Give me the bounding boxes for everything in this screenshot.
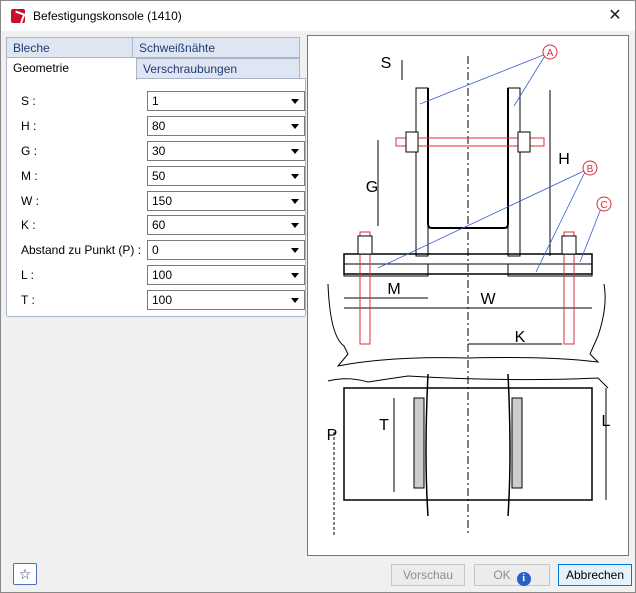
info-icon: i [516,572,531,586]
dim-label-t: T [379,417,389,434]
dim-label-g: G [366,179,378,196]
drawing-plan-plate [343,387,593,501]
favorites-button[interactable]: ☆ [13,563,37,585]
preview-button[interactable]: Vorschau [391,564,465,586]
field-row-l: L : 100 [21,265,305,285]
drawing-bolt-left [359,231,371,345]
t-select[interactable]: 100 [147,290,305,310]
field-label-h: H : [21,119,37,133]
tab-schweissnaehte[interactable]: Schweißnähte [132,37,300,58]
l-value: 100 [152,268,173,282]
ok-button[interactable]: OK i [474,564,550,586]
p-value: 0 [152,243,159,257]
drawing-bolt-right [563,231,575,345]
field-row-m: M : 50 [21,166,305,186]
s-value: 1 [152,94,159,108]
field-label-m: M : [21,169,38,183]
drawing-plate-left [415,87,429,257]
star-icon: ☆ [18,566,32,582]
chevron-down-icon [291,223,299,228]
dim-label-w: W [480,291,496,308]
tab-verschraubungen[interactable]: Verschraubungen [136,58,300,79]
h-select[interactable]: 80 [147,116,305,136]
k-select[interactable]: 60 [147,215,305,235]
technical-drawing: A B C S H G M W K T P L [307,35,629,556]
app-icon [11,9,25,23]
marker-b-label: B [587,164,594,175]
k-value: 60 [152,218,166,232]
field-label-t: T : [21,293,35,307]
chevron-down-icon [291,149,299,154]
marker-a [542,44,558,60]
dim-label-m: M [387,281,400,298]
dim-label-h: H [558,151,570,168]
dim-label-s: S [381,55,392,72]
field-label-l: L : [21,268,34,282]
h-value: 80 [152,119,166,133]
dim-label-p: P [327,427,338,444]
drawing-plan-stiffener-right [511,397,523,489]
marker-c-label: C [600,200,607,211]
m-value: 50 [152,169,166,183]
w-value: 150 [152,194,173,208]
chevron-down-icon [291,174,299,179]
s-select[interactable]: 1 [147,91,305,111]
field-label-p: Abstand zu Punkt (P) : [21,243,142,257]
dim-label-k: K [515,329,526,346]
t-value: 100 [152,293,173,307]
tab-geometrie[interactable]: Geometrie [6,57,137,80]
title-bar: Befestigungskonsole (1410) ✕ [1,1,635,31]
chevron-down-icon [291,298,299,303]
ok-label: OK [493,568,511,582]
close-button[interactable]: ✕ [608,7,622,24]
field-row-t: T : 100 [21,290,305,310]
marker-a-label: A [547,48,554,59]
window-title: Befestigungskonsole (1410) [33,9,182,23]
drawing-bolt-horizontal [395,137,545,147]
drawing-flange-right [507,263,593,277]
drawing-plan-stiffener-left [413,397,425,489]
field-label-w: W : [21,194,39,208]
p-select[interactable]: 0 [147,240,305,260]
g-value: 30 [152,144,166,158]
marker-c [596,196,612,212]
field-row-h: H : 80 [21,116,305,136]
chevron-down-icon [291,124,299,129]
field-label-s: S : [21,94,36,108]
dim-label-l: L [602,413,611,430]
marker-b [582,160,598,176]
chevron-down-icon [291,248,299,253]
geometry-panel: S : 1 H : 80 G : 30 M : 50 W : 150 K : 6… [6,78,306,317]
drawing-plan-beam [425,373,511,517]
chevron-down-icon [291,273,299,278]
field-row-k: K : 60 [21,215,305,235]
drawing-ground-outline [327,283,606,367]
chevron-down-icon [291,199,299,204]
l-select[interactable]: 100 [147,265,305,285]
field-label-g: G : [21,144,38,158]
field-row-g: G : 30 [21,141,305,161]
field-row-w: W : 150 [21,191,305,211]
g-select[interactable]: 30 [147,141,305,161]
cancel-button[interactable]: Abbrechen [558,564,632,586]
field-label-k: K : [21,218,36,232]
field-row-p: Abstand zu Punkt (P) : 0 [21,240,305,260]
drawing-plate-right [507,87,521,257]
tab-bleche[interactable]: Bleche [6,37,133,58]
chevron-down-icon [291,99,299,104]
field-row-s: S : 1 [21,91,305,111]
w-select[interactable]: 150 [147,191,305,211]
m-select[interactable]: 50 [147,166,305,186]
